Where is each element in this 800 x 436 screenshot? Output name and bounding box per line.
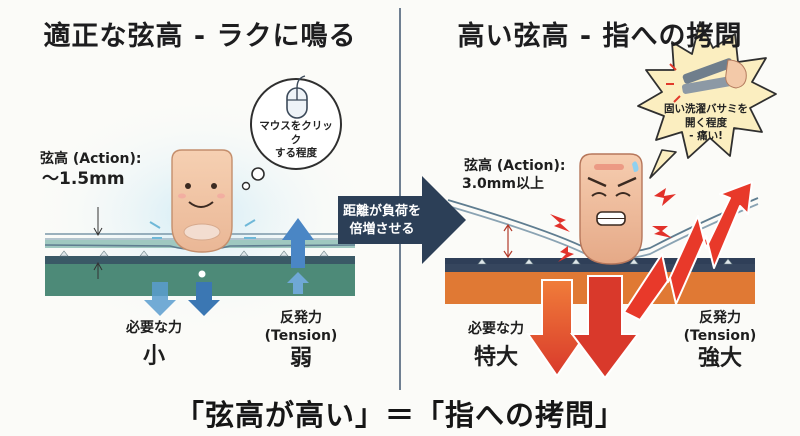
left-force-value: 小 bbox=[142, 344, 165, 369]
left-bubble-line-1: マウスをクリック bbox=[259, 120, 333, 146]
right-force-label: 必要な力 bbox=[468, 321, 524, 337]
right-bubble-line-1: 固い洗濯バサミを bbox=[664, 103, 748, 115]
right-action-measure bbox=[503, 223, 513, 259]
left-bubble-line-2: する程度 bbox=[275, 147, 317, 160]
clothespin-starburst bbox=[637, 21, 777, 179]
right-action-value: 3.0mm以上 bbox=[462, 176, 544, 192]
left-tension-value: 弱 bbox=[289, 346, 312, 371]
arrow-line-1: 距離が負荷を bbox=[342, 204, 421, 219]
right-tension-value: 強大 bbox=[697, 346, 742, 371]
right-title: 高い弦高 - 指への拷問 bbox=[457, 21, 743, 52]
left-tension-sub: (Tension) bbox=[264, 328, 338, 344]
left-action-label: 弦高 (Action): bbox=[40, 151, 142, 167]
right-finger bbox=[579, 153, 643, 265]
right-tension-sub: (Tension) bbox=[683, 328, 757, 344]
left-action-value: 〜1.5mm bbox=[42, 169, 125, 189]
left-finger bbox=[171, 149, 233, 253]
sparkle-lines bbox=[149, 219, 256, 239]
right-force-arrows bbox=[526, 275, 640, 380]
right-bubble-line-3: - 痛い! bbox=[689, 130, 723, 143]
clothespin-icon bbox=[666, 58, 747, 103]
bottom-caption: 「弦高が高い」＝「指への拷問」 bbox=[174, 398, 625, 432]
left-bubble-text: マウスをクリック する程度 bbox=[256, 120, 336, 161]
action-measure bbox=[93, 207, 103, 279]
pain-sparks bbox=[550, 188, 676, 262]
left-force-arrows bbox=[144, 282, 220, 316]
right-illustration bbox=[445, 21, 777, 380]
right-action-label: 弦高 (Action): bbox=[464, 158, 566, 174]
right-tension-arrow bbox=[623, 181, 753, 321]
right-tension-label: 反発力 bbox=[699, 310, 741, 326]
left-tension-arrows bbox=[282, 218, 314, 294]
right-panel: 弦高 (Action): 3.0mm以上 固い洗濯バサミを 開く程度 - 痛い!… bbox=[400, 0, 800, 390]
right-force-value: 特大 bbox=[473, 345, 518, 370]
left-panel: 弦高 (Action): 〜1.5mm マウスをクリック する程度 必要な力 小… bbox=[0, 0, 400, 390]
transition-arrow-text: 距離が負荷を 倍増させる bbox=[338, 203, 426, 238]
left-title: 適正な弦高 - ラクに鳴る bbox=[43, 21, 357, 52]
mouse-icon bbox=[286, 75, 308, 119]
contact-point bbox=[198, 270, 206, 278]
right-bubble-text: 固い洗濯バサミを 開く程度 - 痛い! bbox=[654, 103, 758, 144]
left-force-label: 必要な力 bbox=[126, 320, 182, 336]
right-bubble-line-2: 開く程度 bbox=[685, 116, 727, 129]
mouse-thought-bubble bbox=[241, 75, 342, 191]
left-tension-label: 反発力 bbox=[280, 310, 322, 326]
arrow-line-2: 倍増させる bbox=[349, 221, 415, 237]
left-illustration bbox=[25, 75, 375, 335]
